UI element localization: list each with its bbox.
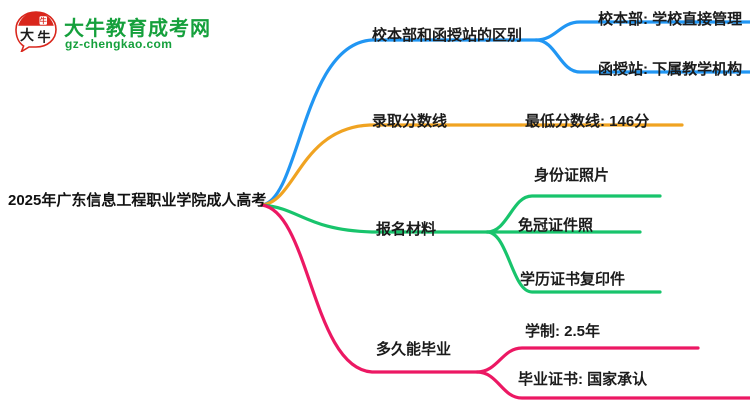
leaf-label-3-1[interactable]: 身份证照片 [534,167,610,184]
svg-text:牛: 牛 [37,30,50,45]
connector-branch-1 [260,38,538,207]
logo-site-name: 大牛教育成考网 [64,18,211,40]
leaf-label-3-3[interactable]: 学历证书复印件 [520,271,626,288]
daniu-logo-icon: 牛 大 牛 [15,11,57,52]
site-logo: 牛 大 牛 大牛教育成考网 gz-chengkao.com [14,8,210,56]
leaf-label-1-1[interactable]: 校本部: 学校直接管理 [598,11,743,28]
leaf-label-2-1[interactable]: 最低分数线: 146分 [525,113,650,130]
svg-text:牛: 牛 [40,16,47,25]
leaf-label-3-2[interactable]: 免冠证件照 [518,217,594,234]
leaf-label-4-1[interactable]: 学制: 2.5年 [525,323,601,340]
connector-branch-2 [260,123,523,207]
branch-label-4[interactable]: 多久能毕业 [376,341,452,358]
svg-text:大: 大 [20,27,34,43]
connector-branch-3-child-3 [485,230,662,294]
connector-branch-4-child-1 [475,346,700,374]
branch-label-2[interactable]: 录取分数线 [372,113,448,130]
branch-label-1[interactable]: 校本部和函授站的区别 [372,27,523,44]
connector-branch-4 [260,203,479,374]
leaf-label-4-2[interactable]: 毕业证书: 国家承认 [518,371,648,388]
root-topic-label[interactable]: 2025年广东信息工程职业学院成人高考 [8,192,267,209]
connector-branch-1-child-2 [534,38,750,74]
connector-branch-3 [260,203,489,234]
branch-label-3[interactable]: 报名材料 [376,221,437,238]
connector-branch-4-child-2 [475,370,750,400]
logo-domain: gz-chengkao.com [65,37,173,51]
leaf-label-1-2[interactable]: 函授站: 下属教学机构 [598,61,743,78]
